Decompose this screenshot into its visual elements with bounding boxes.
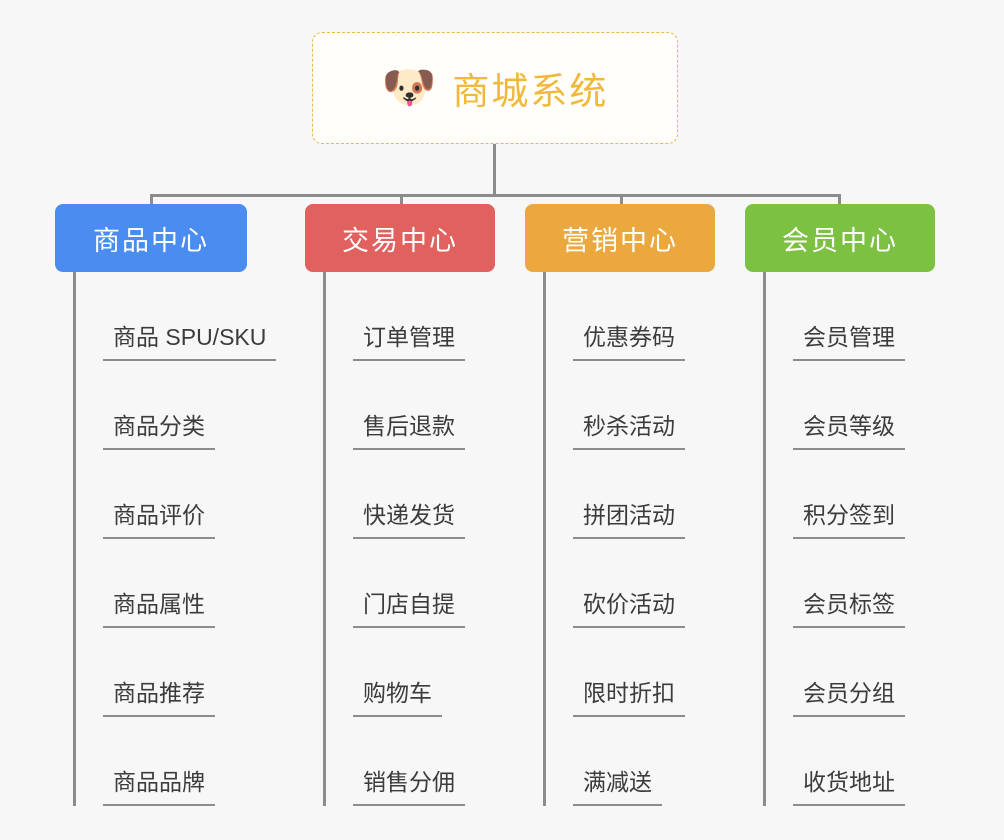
list-item[interactable]: 优惠券码	[543, 272, 715, 361]
leaf-label: 购物车	[353, 674, 442, 717]
list-item[interactable]: 会员管理	[763, 272, 935, 361]
root-stem-connector	[493, 144, 496, 196]
leaf-label: 优惠券码	[573, 318, 685, 361]
list-item[interactable]: 商品品牌	[73, 717, 247, 806]
leaf-label: 订单管理	[353, 318, 465, 361]
branch-header-label-2: 营销中心	[562, 225, 678, 256]
branch-header-1[interactable]: 交易中心	[305, 204, 495, 272]
leaf-label: 商品评价	[103, 496, 215, 539]
list-item[interactable]: 满减送	[543, 717, 715, 806]
leaf-label: 会员标签	[793, 585, 905, 628]
horizontal-bus-connector	[150, 194, 840, 197]
list-item[interactable]: 商品推荐	[73, 628, 247, 717]
dog-face-emoji: 🐶	[381, 63, 437, 112]
list-item[interactable]: 订单管理	[323, 272, 495, 361]
list-item[interactable]: 限时折扣	[543, 628, 715, 717]
branch-body-1: 订单管理 售后退款 快递发货 门店自提 购物车 销售分佣	[323, 272, 495, 806]
leaf-label: 商品品牌	[103, 763, 215, 806]
branch-商品中心: 商品中心 商品 SPU/SKU 商品分类 商品评价 商品属性 商品推荐 商品品牌	[55, 204, 277, 806]
leaf-label: 会员等级	[793, 407, 905, 450]
leaf-label: 门店自提	[353, 585, 465, 628]
drop-connector-branch-2	[620, 194, 623, 206]
list-item[interactable]: 购物车	[323, 628, 495, 717]
leaf-label: 拼团活动	[573, 496, 685, 539]
list-item[interactable]: 会员等级	[763, 361, 935, 450]
list-item[interactable]: 快递发货	[323, 450, 495, 539]
leaf-label: 商品属性	[103, 585, 215, 628]
list-item[interactable]: 秒杀活动	[543, 361, 715, 450]
leaf-label: 积分签到	[793, 496, 905, 539]
branch-header-3[interactable]: 会员中心	[745, 204, 935, 272]
leaf-label: 销售分佣	[353, 763, 465, 806]
branch-营销中心: 营销中心 优惠券码 秒杀活动 拼团活动 砍价活动 限时折扣 满减送	[525, 204, 715, 806]
list-item[interactable]: 商品 SPU/SKU	[73, 272, 277, 361]
drop-connector-branch-1	[400, 194, 403, 206]
branch-trunk-3	[763, 272, 766, 806]
list-item[interactable]: 积分签到	[763, 450, 935, 539]
list-item[interactable]: 商品分类	[73, 361, 247, 450]
root-node-商城系统[interactable]: 🐶 商城系统	[312, 32, 678, 144]
leaf-label: 商品 SPU/SKU	[103, 318, 277, 361]
leaf-label: 收货地址	[793, 763, 905, 806]
branch-会员中心: 会员中心 会员管理 会员等级 积分签到 会员标签 会员分组 收货地址	[745, 204, 935, 806]
page-title: 商城系统	[452, 71, 609, 112]
branch-trunk-2	[543, 272, 546, 806]
list-item[interactable]: 砍价活动	[543, 539, 715, 628]
list-item[interactable]: 售后退款	[323, 361, 495, 450]
branch-body-2: 优惠券码 秒杀活动 拼团活动 砍价活动 限时折扣 满减送	[543, 272, 715, 806]
list-item[interactable]: 拼团活动	[543, 450, 715, 539]
list-item[interactable]: 收货地址	[763, 717, 935, 806]
branch-header-label-1: 交易中心	[342, 225, 458, 256]
drop-connector-branch-3	[838, 194, 841, 206]
branch-header-2[interactable]: 营销中心	[525, 204, 715, 272]
leaf-label: 秒杀活动	[573, 407, 685, 450]
leaf-label: 限时折扣	[573, 674, 685, 717]
leaf-label: 商品推荐	[103, 674, 215, 717]
list-item[interactable]: 商品属性	[73, 539, 247, 628]
leaf-label: 商品分类	[103, 407, 215, 450]
branch-body-3: 会员管理 会员等级 积分签到 会员标签 会员分组 收货地址	[763, 272, 935, 806]
branch-header-label-0: 商品中心	[93, 225, 209, 256]
list-item[interactable]: 商品评价	[73, 450, 247, 539]
branch-body-0: 商品 SPU/SKU 商品分类 商品评价 商品属性 商品推荐 商品品牌	[73, 272, 277, 806]
leaf-label: 满减送	[573, 763, 662, 806]
leaf-label: 会员管理	[793, 318, 905, 361]
leaf-label: 售后退款	[353, 407, 465, 450]
branch-header-label-3: 会员中心	[782, 225, 898, 256]
branch-trunk-0	[73, 272, 76, 806]
list-item[interactable]: 门店自提	[323, 539, 495, 628]
leaf-label: 砍价活动	[573, 585, 685, 628]
branch-header-0[interactable]: 商品中心	[55, 204, 247, 272]
list-item[interactable]: 会员分组	[763, 628, 935, 717]
list-item[interactable]: 销售分佣	[323, 717, 495, 806]
drop-connector-branch-0	[150, 194, 153, 206]
leaf-label: 快递发货	[353, 496, 465, 539]
leaf-label: 会员分组	[793, 674, 905, 717]
list-item[interactable]: 会员标签	[763, 539, 935, 628]
branch-trunk-1	[323, 272, 326, 806]
branch-交易中心: 交易中心 订单管理 售后退款 快递发货 门店自提 购物车 销售分佣	[305, 204, 495, 806]
